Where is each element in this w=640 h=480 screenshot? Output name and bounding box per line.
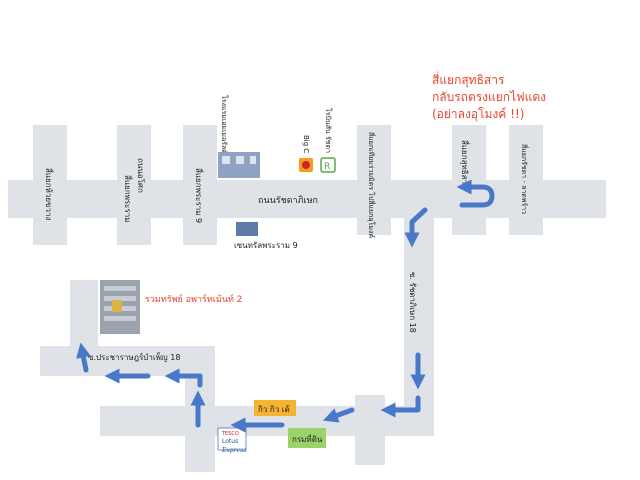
ratchada-lat-phrao-label: สี่แยกรัชดา - ลาดพร้าว xyxy=(520,144,529,214)
lotus-text: Lotus xyxy=(222,438,238,445)
main-road xyxy=(8,180,606,218)
note-line-1: สี่แยกสุทธิสาร xyxy=(432,71,505,88)
cross-road-huai-khwang xyxy=(33,125,67,245)
krom-ti-din-sign xyxy=(288,428,326,448)
kiew-kiew-d-label: กิว กิว เด้ xyxy=(258,405,290,414)
tesco-text: TESCO xyxy=(221,431,239,437)
central-rama9-label: เซนทรัลพระราม 9 xyxy=(234,241,298,250)
huai-khwang-label: สี่แยกห้วยขวาง xyxy=(44,168,55,221)
cross-road-thiam-ruam-mit xyxy=(357,125,391,235)
ratchada-asok-label: สี่แยกพระราม xyxy=(123,175,134,223)
cross-road-rama9 xyxy=(183,125,217,245)
sutthisan-label: สี่แยกสุทธิสาร xyxy=(460,140,471,189)
main-road-label: ถนนรัชดาภิเษก xyxy=(258,195,318,206)
hotel-building-icon xyxy=(218,152,260,178)
krom-ti-din-label: กรมที่ดิน xyxy=(292,433,323,444)
ruam-sap-label: รวมทรัพย์ อพาร์ทเม้นท์ 2 xyxy=(145,293,243,305)
central-rama9-building-icon xyxy=(236,222,258,236)
route-arrows xyxy=(76,179,495,433)
cross-road-lat-phrao xyxy=(509,125,543,235)
kiew-kiew-d-sign xyxy=(254,400,296,416)
note-line-2: กลับรถตรงแยกไฟแดง xyxy=(432,90,546,104)
svg-text:R: R xyxy=(324,162,330,172)
soi-pracharat-label: ซ.ประชาราษฎร์บำเพ็ญ 18 xyxy=(88,352,180,362)
rama9-label: สี่แยกพระราม 9 xyxy=(194,168,205,223)
robinson-logo-icon xyxy=(320,157,336,173)
soi-ratchada-18-label: ซ. รัชดาภิเษก 18 xyxy=(408,272,417,333)
express-text: Express xyxy=(221,447,246,454)
asok-road-label: ถนนอโศก xyxy=(136,158,146,193)
cross-road-asok xyxy=(117,125,151,245)
big-c-label: Big C xyxy=(302,135,310,153)
thiam-ruam-mit-label: สี่แยกเทียมร่วมมิตร ไปสี่แยกอุโมงค์ xyxy=(367,132,376,238)
note-line-3: (อย่าลงอุโมงค์ !!) xyxy=(432,107,524,122)
tesco-road xyxy=(355,395,385,465)
robinson-label: โรบินสัน รัชดา xyxy=(324,108,333,153)
hotel-label: โรงแรมเอมเมอรัลด์ xyxy=(220,95,229,154)
